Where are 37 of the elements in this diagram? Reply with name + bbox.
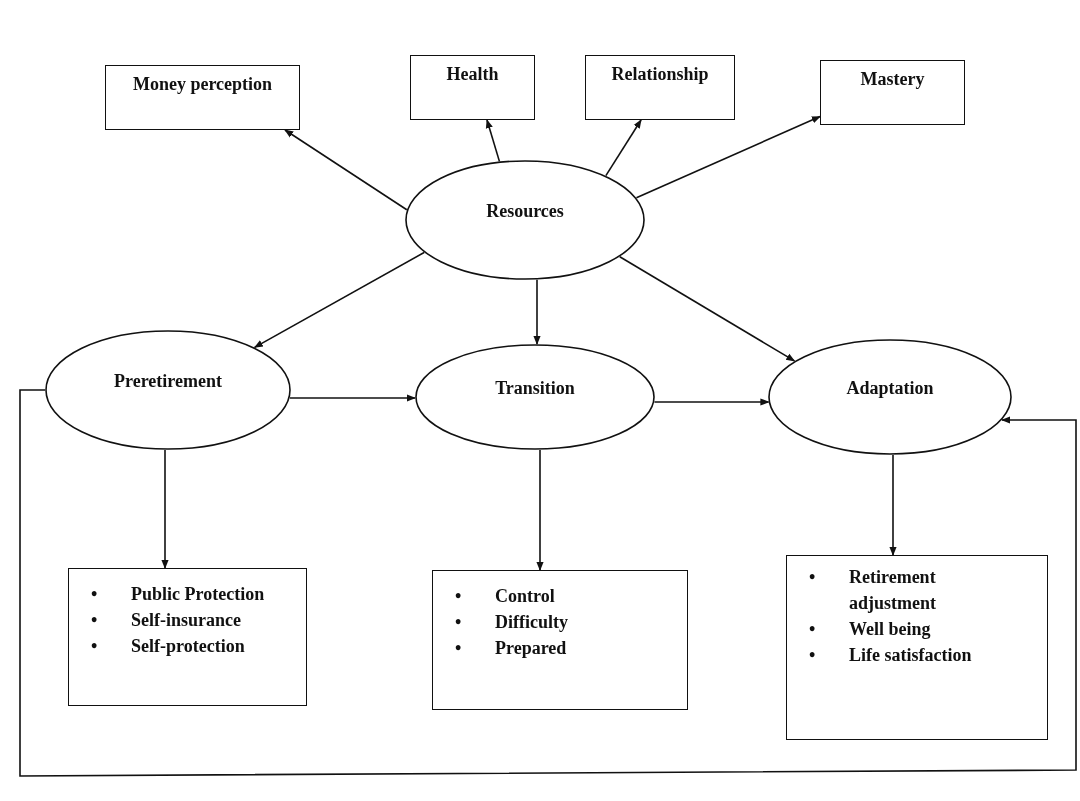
arrow: [536, 449, 544, 571]
node-label: Preretirement: [114, 370, 222, 392]
arrow: [284, 129, 408, 211]
list-item: • Self-protection: [91, 635, 246, 658]
node-label: Relationship: [610, 64, 710, 85]
arrow: [653, 398, 770, 406]
process-box: [820, 60, 965, 125]
list-item: • Public Protection: [91, 583, 266, 606]
node-label: Resources: [486, 200, 564, 222]
arrow: [289, 394, 416, 402]
process-box: [585, 55, 735, 120]
list-item: • Life satisfaction: [809, 644, 973, 667]
node-label: Adaptation: [846, 377, 934, 399]
node-label: Mastery: [859, 69, 926, 90]
list-item: • Well being: [809, 618, 932, 641]
list-box: [432, 570, 688, 710]
list-item: • Self-insurance: [91, 609, 242, 632]
list-item: • Prepared: [455, 637, 568, 660]
arrow: [161, 449, 169, 569]
arrow: [635, 115, 821, 199]
process-box: [105, 65, 300, 130]
arrow: [889, 454, 897, 556]
arrow: [253, 251, 425, 349]
list-item: • Retirement adjustment: [809, 566, 937, 615]
arrow: [605, 119, 642, 177]
list-box: [68, 568, 307, 706]
list-box: [786, 555, 1048, 740]
arrow: [619, 256, 796, 362]
node-label: Health: [445, 64, 500, 85]
process-box: [410, 55, 535, 120]
arrow: [19, 389, 1077, 777]
node-label: Transition: [495, 377, 575, 399]
list-item: • Difficulty: [455, 611, 569, 634]
arrow: [533, 278, 541, 345]
node-label: Money perception: [131, 74, 274, 95]
list-item: • Control: [455, 585, 556, 608]
arrow: [485, 119, 501, 163]
